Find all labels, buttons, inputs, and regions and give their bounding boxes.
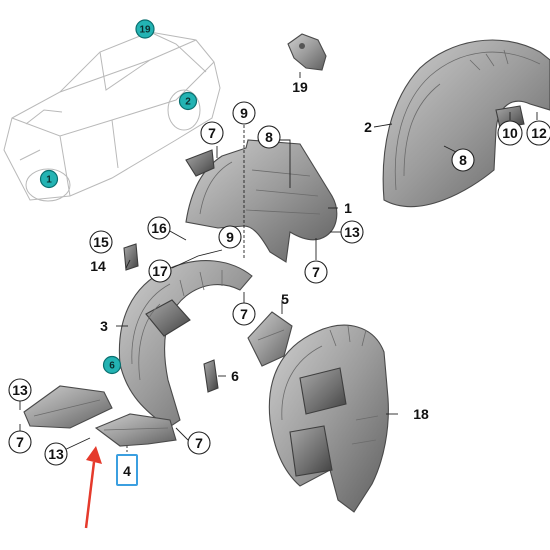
callout-9b-label: 9	[226, 229, 234, 245]
car-marker-1-label: 1	[46, 175, 52, 186]
callout-8b-label: 8	[459, 152, 467, 168]
car-marker-2-label: 2	[185, 97, 191, 108]
callout-7c-label: 7	[240, 306, 248, 322]
callout-7c[interactable]: 7	[232, 302, 256, 326]
callout-13a-label: 13	[344, 224, 360, 240]
part-2-rear-liner	[382, 39, 550, 208]
label-14[interactable]: 14	[90, 258, 106, 274]
callout-16-label: 16	[151, 220, 167, 236]
callout-13b[interactable]: 13	[8, 378, 32, 402]
callout-8a-label: 8	[265, 129, 273, 145]
callout-7e-label: 7	[195, 435, 203, 451]
callout-17-label: 17	[152, 263, 168, 279]
callout-17[interactable]: 17	[148, 259, 172, 283]
part-4-shield	[94, 413, 177, 447]
part-19-bracket	[287, 33, 327, 71]
part-5-cover	[247, 311, 293, 367]
callout-10-label: 10	[502, 125, 518, 141]
car-marker-1[interactable]: 1	[39, 169, 59, 189]
part-15-bracket	[123, 243, 139, 271]
callout-13a[interactable]: 13	[340, 220, 364, 244]
callout-9b[interactable]: 9	[218, 225, 242, 249]
callout-16[interactable]: 16	[147, 216, 171, 240]
callout-7b-label: 7	[312, 264, 320, 280]
callout-13c[interactable]: 13	[44, 442, 68, 466]
leader-lines	[19, 72, 538, 456]
callout-15-label: 15	[93, 234, 109, 250]
callout-7a-label: 7	[208, 125, 216, 141]
part-6-clip	[203, 359, 219, 393]
callout-7d-label: 7	[16, 434, 24, 450]
car-marker-6[interactable]: 6	[102, 355, 122, 375]
highlight-box	[116, 454, 138, 486]
callout-12[interactable]: 12	[526, 120, 550, 146]
car-marker-19-label: 19	[139, 25, 151, 36]
label-3[interactable]: 3	[100, 318, 108, 334]
car-marker-19[interactable]: 19	[135, 19, 155, 39]
part-18-liner	[268, 324, 389, 513]
label-18[interactable]: 18	[413, 406, 429, 422]
label-2[interactable]: 2	[364, 119, 372, 135]
label-1[interactable]: 1	[344, 200, 352, 216]
callout-7b[interactable]: 7	[304, 260, 328, 284]
callout-10[interactable]: 10	[497, 120, 523, 146]
part-lower-plate	[23, 385, 113, 429]
car-marker-2[interactable]: 2	[178, 91, 198, 111]
callout-8b[interactable]: 8	[451, 148, 475, 172]
callout-12-label: 12	[531, 125, 547, 141]
callout-9a[interactable]: 9	[232, 101, 256, 125]
callout-7d[interactable]: 7	[8, 430, 32, 454]
callout-8a[interactable]: 8	[257, 125, 281, 149]
callout-7e[interactable]: 7	[187, 431, 211, 455]
car-outline	[3, 31, 221, 202]
label-5[interactable]: 5	[281, 291, 289, 307]
part-3-liner	[118, 260, 253, 429]
callout-13b-label: 13	[12, 382, 28, 398]
label-6[interactable]: 6	[231, 368, 239, 384]
label-19[interactable]: 19	[292, 79, 308, 95]
callout-13c-label: 13	[48, 446, 64, 462]
part-1-liner	[185, 139, 338, 263]
callout-7a[interactable]: 7	[200, 121, 224, 145]
red-arrow	[84, 446, 102, 529]
label-4[interactable]: 4	[123, 463, 131, 479]
car-marker-6-label: 6	[109, 361, 115, 372]
callout-9a-label: 9	[240, 105, 248, 121]
callout-15[interactable]: 15	[89, 230, 113, 254]
